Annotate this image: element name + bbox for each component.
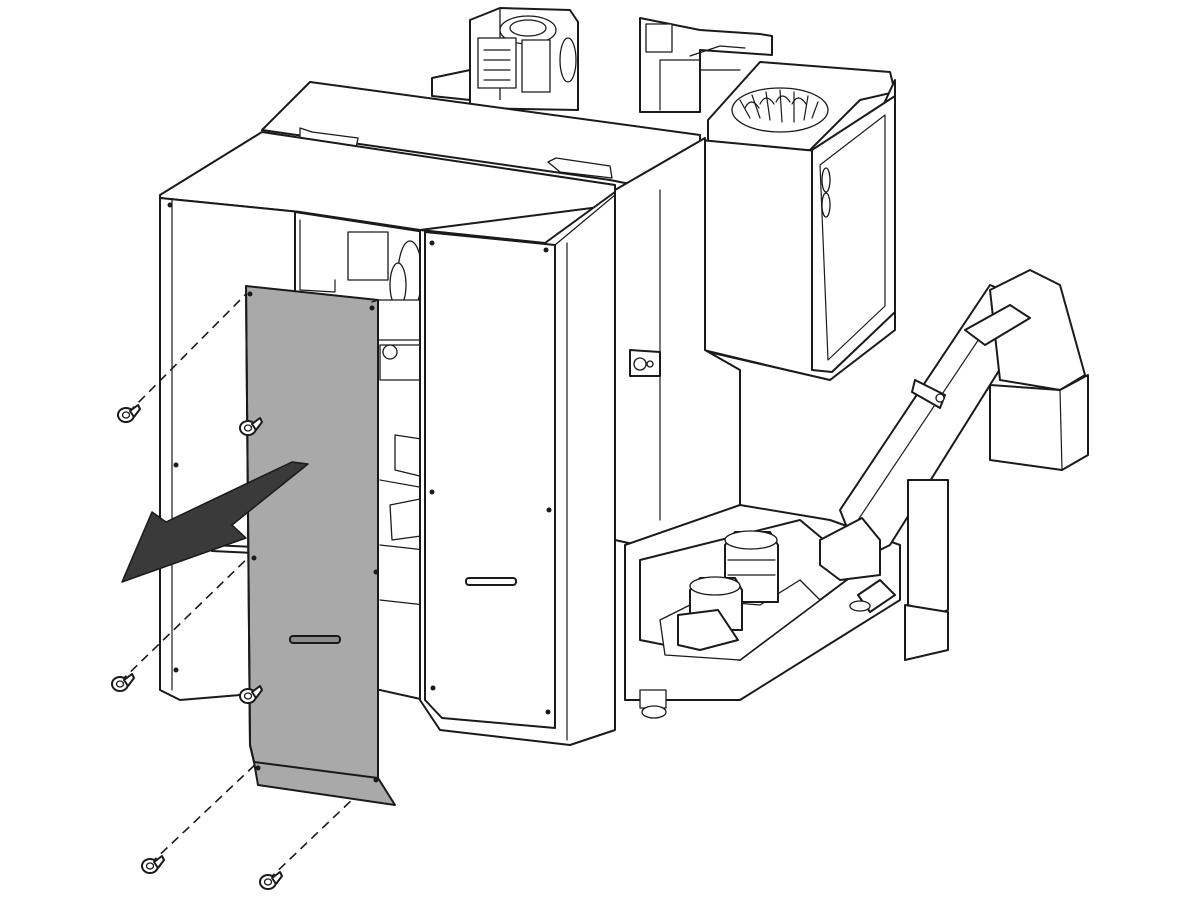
spindle-head	[431, 7, 579, 111]
front-door	[419, 191, 616, 746]
enclosure-rear	[261, 79, 896, 381]
screw-icon	[111, 404, 283, 890]
arrow-icon	[121, 461, 309, 583]
column-frame	[639, 17, 773, 113]
door-handle	[465, 577, 517, 586]
tool-carousel	[707, 61, 896, 153]
panel-handle-slot	[289, 635, 341, 644]
chip-conveyor	[819, 269, 1089, 661]
removable-side-panel	[245, 285, 396, 806]
right-side-panel	[614, 137, 831, 551]
pump-motor	[677, 530, 779, 651]
